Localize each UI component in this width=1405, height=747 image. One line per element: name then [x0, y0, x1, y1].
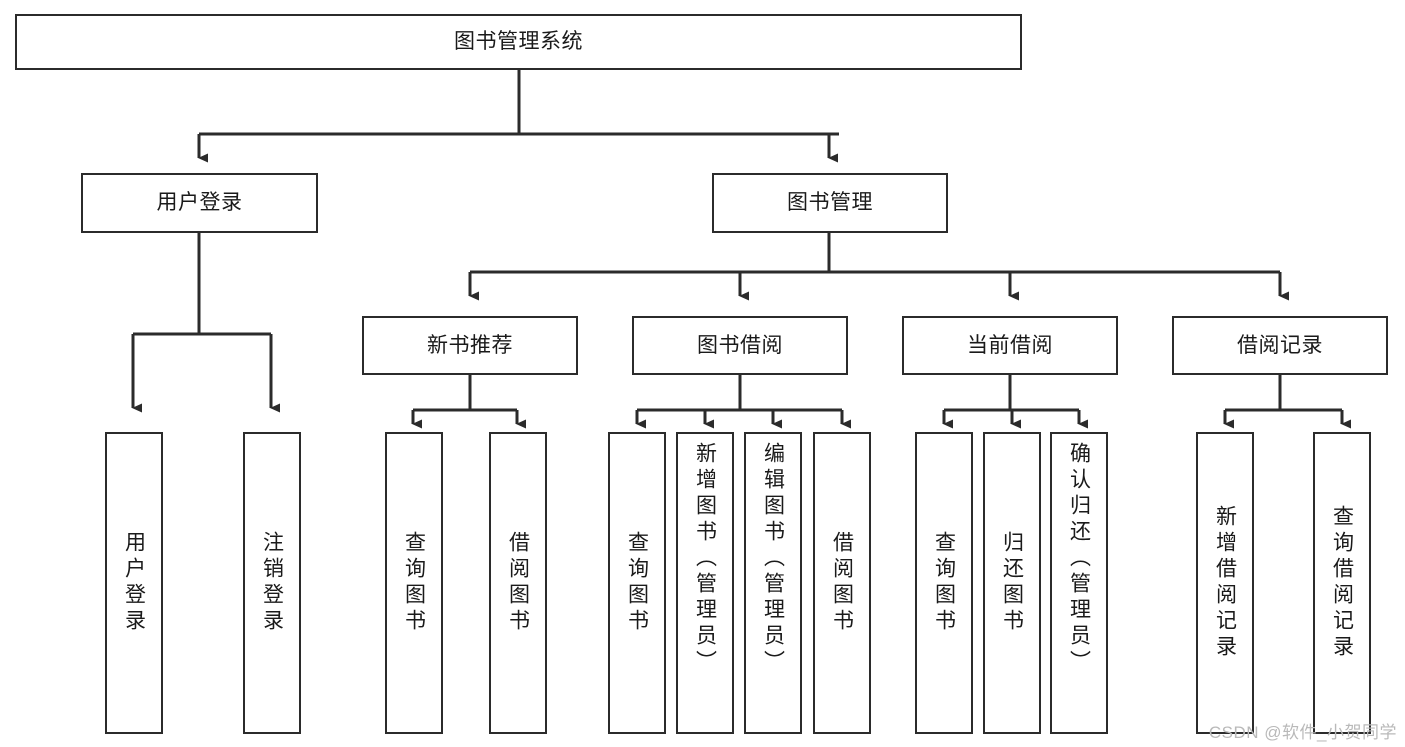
node-leaf-borrow-book-1[interactable]: 借阅图书	[489, 432, 547, 734]
node-leaf-user-logout[interactable]: 注销登录	[243, 432, 301, 734]
node-leaf-edit-book-label: 编辑图书（管理员）	[761, 442, 785, 676]
node-leaf-return-book[interactable]: 归还图书	[983, 432, 1041, 734]
node-leaf-borrow-book-2[interactable]: 借阅图书	[813, 432, 871, 734]
node-user-login[interactable]: 用户登录	[81, 173, 318, 233]
node-book-borrow[interactable]: 图书借阅	[632, 316, 848, 375]
node-leaf-query-record-label: 查询借阅记录	[1330, 505, 1354, 661]
node-leaf-return-book-label: 归还图书	[1000, 531, 1024, 635]
node-borrow-record[interactable]: 借阅记录	[1172, 316, 1388, 375]
node-borrow-record-label: 借阅记录	[1237, 333, 1323, 357]
node-current-borrow-label: 当前借阅	[967, 333, 1053, 357]
csdn-watermark: CSDN @软件_小贺同学	[1208, 723, 1397, 742]
node-leaf-borrow-book-2-label: 借阅图书	[830, 531, 854, 635]
node-book-borrow-label: 图书借阅	[697, 333, 783, 357]
node-leaf-add-record-label: 新增借阅记录	[1213, 505, 1237, 661]
node-leaf-query-book-3[interactable]: 查询图书	[915, 432, 973, 734]
node-leaf-add-record[interactable]: 新增借阅记录	[1196, 432, 1254, 734]
node-leaf-query-record[interactable]: 查询借阅记录	[1313, 432, 1371, 734]
node-leaf-user-login-label: 用户登录	[122, 531, 146, 635]
node-user-login-label: 用户登录	[156, 191, 243, 215]
node-leaf-query-book-1-label: 查询图书	[402, 531, 426, 635]
node-new-book-rec[interactable]: 新书推荐	[362, 316, 578, 375]
node-leaf-add-book[interactable]: 新增图书（管理员）	[676, 432, 734, 734]
node-leaf-query-book-2[interactable]: 查询图书	[608, 432, 666, 734]
node-leaf-confirm-return-label: 确认归还（管理员）	[1067, 442, 1091, 676]
node-leaf-query-book-3-label: 查询图书	[932, 531, 956, 635]
node-leaf-query-book-2-label: 查询图书	[625, 531, 649, 635]
node-new-book-rec-label: 新书推荐	[427, 333, 513, 357]
node-root[interactable]: 图书管理系统	[15, 14, 1022, 70]
node-leaf-confirm-return[interactable]: 确认归还（管理员）	[1050, 432, 1108, 734]
node-leaf-user-logout-label: 注销登录	[260, 531, 284, 635]
node-leaf-add-book-label: 新增图书（管理员）	[693, 442, 717, 676]
node-book-manage-label: 图书管理	[787, 191, 873, 215]
node-root-label: 图书管理系统	[454, 30, 583, 54]
node-current-borrow[interactable]: 当前借阅	[902, 316, 1118, 375]
node-leaf-user-login[interactable]: 用户登录	[105, 432, 163, 734]
node-leaf-borrow-book-1-label: 借阅图书	[506, 531, 530, 635]
node-leaf-edit-book[interactable]: 编辑图书（管理员）	[744, 432, 802, 734]
node-leaf-query-book-1[interactable]: 查询图书	[385, 432, 443, 734]
node-book-manage[interactable]: 图书管理	[712, 173, 948, 233]
